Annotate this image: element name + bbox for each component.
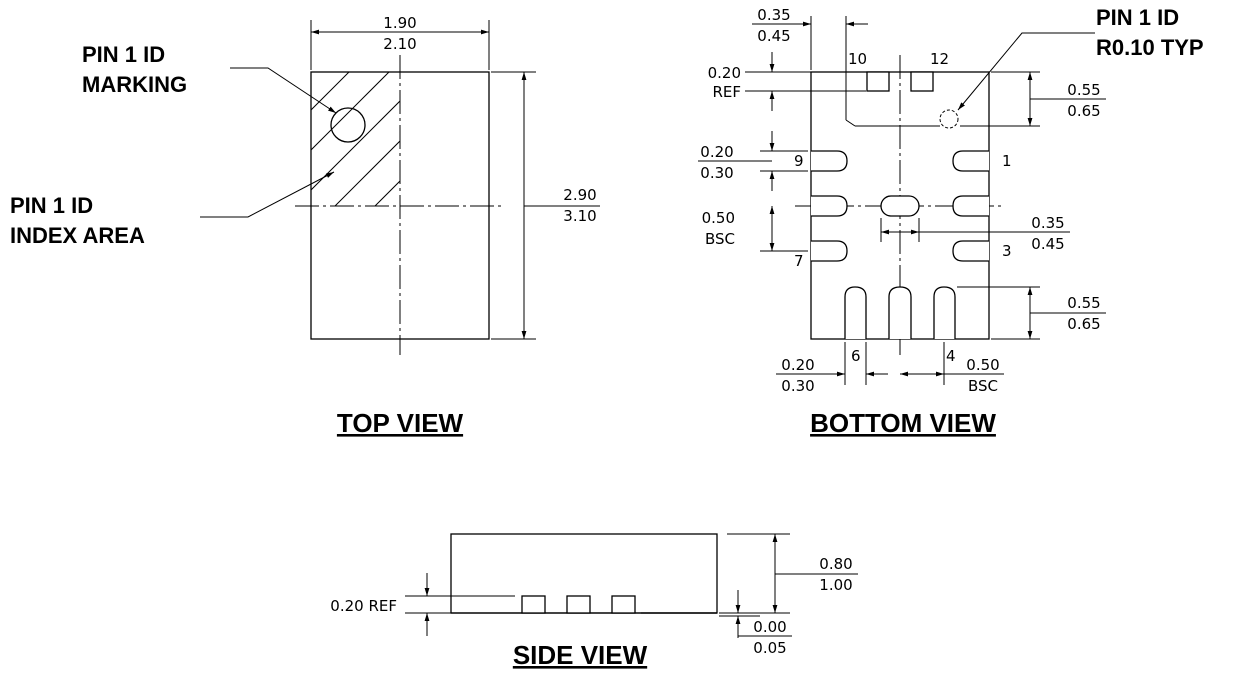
- bottom-view-title: BOTTOM VIEW: [810, 408, 996, 438]
- pin-number-6: 6: [851, 347, 861, 365]
- pad-pin2: [952, 195, 989, 217]
- pin1-marking-leader: [230, 67, 337, 114]
- side-height-min: 0.80: [819, 555, 852, 573]
- top-pad-width-max: 0.45: [757, 27, 790, 45]
- pin-number-10: 10: [848, 50, 867, 68]
- top-height-min: 2.90: [563, 186, 596, 204]
- pin-number-9: 9: [794, 152, 804, 170]
- corner-top-max: 0.65: [1067, 102, 1100, 120]
- pin-number-1: 1: [1002, 152, 1012, 170]
- corner-bottom-min: 0.55: [1067, 294, 1100, 312]
- pin1-marking-label-line1: PIN 1 ID: [82, 42, 165, 67]
- pin1-radius-label-line1: PIN 1 ID: [1096, 5, 1179, 30]
- pin1-radius-marker: [939, 109, 959, 129]
- pin-number-4: 4: [946, 347, 956, 365]
- bottom-pad-width-max: 0.30: [781, 377, 814, 395]
- side-height-max: 1.00: [819, 576, 852, 594]
- standoff-min: 0.00: [753, 618, 786, 636]
- side-pad-2: [566, 595, 591, 614]
- pitch-left-value: 0.50: [702, 209, 735, 227]
- side-pad-min: 0.20: [700, 143, 733, 161]
- top-height-max: 3.10: [563, 207, 596, 225]
- pin1-index-leader: [200, 171, 335, 218]
- pin1-index-label-line1: PIN 1 ID: [10, 193, 93, 218]
- ref-value: 0.20: [708, 64, 741, 82]
- corner-bottom-max: 0.65: [1067, 315, 1100, 333]
- pin1-marking-label-line2: MARKING: [82, 72, 187, 97]
- pin1-radius-label-line2: R0.10 TYP: [1096, 35, 1204, 60]
- pitch-bottom-note: BSC: [968, 377, 998, 395]
- center-pad-min: 0.35: [1031, 214, 1064, 232]
- pad-pin7: [811, 240, 848, 262]
- pin1-radius-leader: [957, 32, 1095, 111]
- side-view: 0.20 REF 0.80 1.00 0.00 0.05 SIDE VIEW: [330, 533, 858, 670]
- bottom-pad-width-min: 0.20: [781, 356, 814, 374]
- pin1-index-label-line2: INDEX AREA: [10, 223, 145, 248]
- side-ref-label: 0.20 REF: [330, 597, 397, 615]
- pad-pin6: [844, 286, 867, 339]
- pin-number-7: 7: [794, 252, 804, 270]
- pin-number-3: 3: [1002, 242, 1012, 260]
- corner-top-min: 0.55: [1067, 81, 1100, 99]
- standoff-max: 0.05: [753, 639, 786, 657]
- pin-number-12: 12: [930, 50, 949, 68]
- pin1-marking-circle: [330, 107, 366, 143]
- center-pad: [880, 195, 920, 217]
- top-view: 1.90 2.10 2.90 3.10 PIN 1 ID MARKING PIN…: [10, 14, 600, 438]
- side-pad-3: [611, 595, 636, 614]
- pad-pin1: [952, 150, 989, 172]
- pad-pin12: [910, 71, 934, 92]
- top-view-title: TOP VIEW: [337, 408, 464, 438]
- pin1-index-hatch: [311, 72, 400, 206]
- pad-pin8: [811, 195, 848, 217]
- pad-pin9: [811, 150, 848, 172]
- pad-pin4: [933, 286, 956, 339]
- side-pad-1: [521, 595, 546, 614]
- pad-pin3: [952, 240, 989, 262]
- bottom-view: PIN 1 ID R0.10 TYP 1 3 4 6 7 9 10 12 0.3…: [698, 5, 1204, 438]
- top-width-max: 2.10: [383, 35, 416, 53]
- side-pad-max: 0.30: [700, 164, 733, 182]
- pad-pin5: [888, 286, 912, 339]
- pitch-left-note: BSC: [705, 230, 735, 248]
- side-view-title: SIDE VIEW: [513, 640, 648, 670]
- center-pad-max: 0.45: [1031, 235, 1064, 253]
- ref-note: REF: [712, 83, 741, 101]
- pitch-bottom-value: 0.50: [966, 356, 999, 374]
- pad-pin10: [866, 71, 890, 92]
- top-width-min: 1.90: [383, 14, 416, 32]
- top-pad-width-min: 0.35: [757, 6, 790, 24]
